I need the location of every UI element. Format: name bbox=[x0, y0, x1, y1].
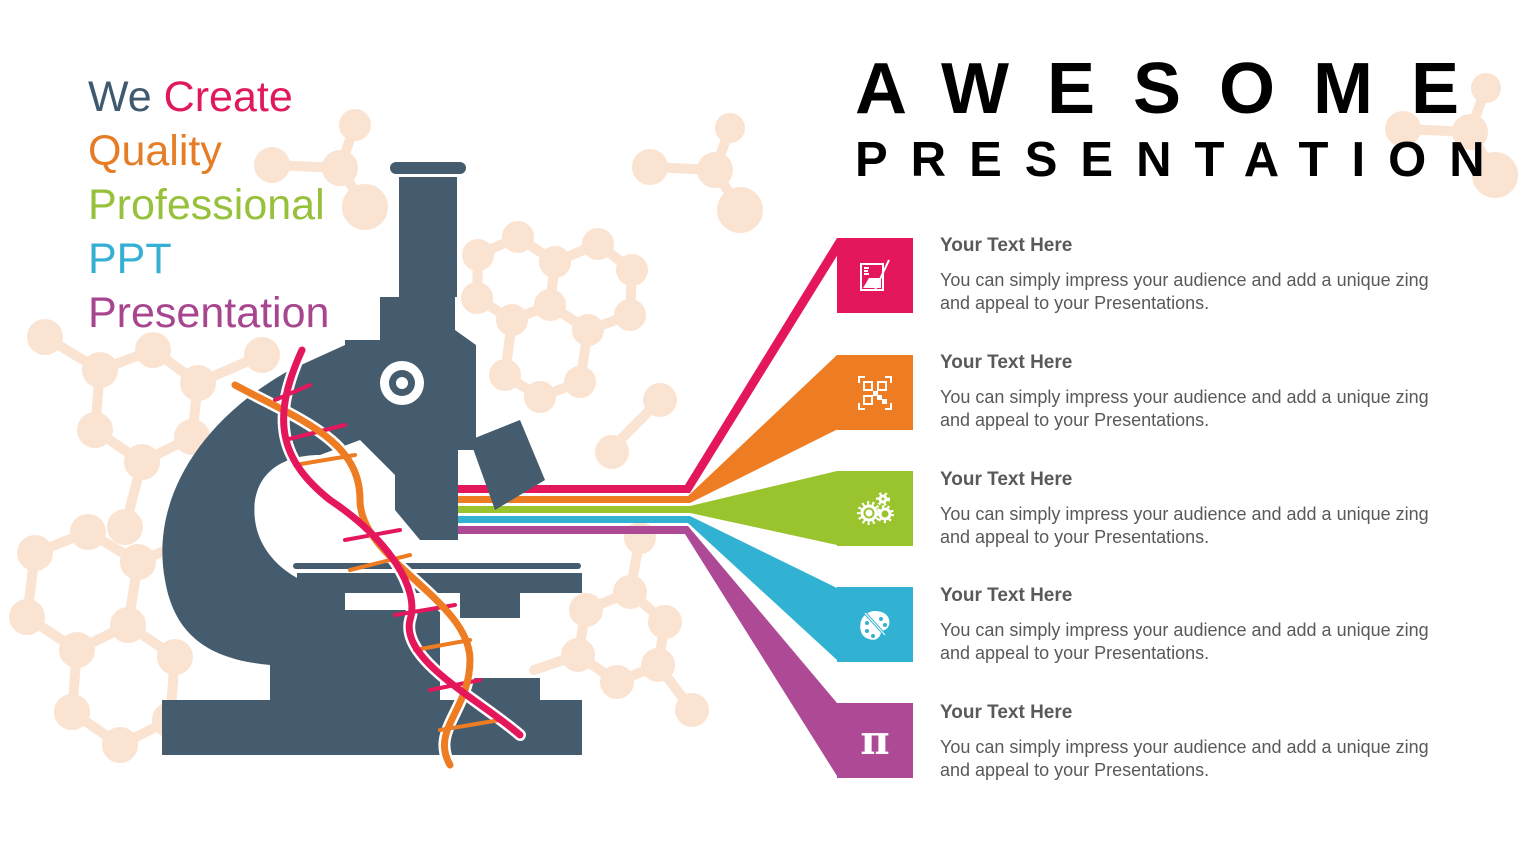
tagline-word-we: We bbox=[88, 73, 164, 121]
molecule-icon bbox=[1385, 73, 1518, 198]
item-heading: Your Text Here bbox=[940, 469, 1073, 490]
palette-icon bbox=[860, 610, 890, 640]
tagline-line-3: Professional bbox=[88, 181, 325, 229]
item-icon-box-5: π bbox=[837, 703, 913, 778]
qr-code-icon bbox=[858, 375, 892, 410]
molecule-icon bbox=[254, 109, 388, 230]
tagline-line-2: Quality bbox=[88, 127, 222, 175]
stream-purple bbox=[455, 526, 837, 776]
title-line-1: AWESOME bbox=[855, 49, 1498, 129]
list-item-4: Your Text Here You can simply impress yo… bbox=[940, 585, 1460, 665]
item-heading: Your Text Here bbox=[940, 352, 1073, 373]
tagline: We Create Quality Professional PPT Prese… bbox=[88, 70, 329, 340]
tagline-line-4: PPT bbox=[88, 235, 172, 283]
stream-blue bbox=[455, 516, 837, 660]
item-icon-box-2 bbox=[837, 355, 913, 430]
item-heading: Your Text Here bbox=[940, 235, 1073, 256]
item-icon-box-4 bbox=[837, 587, 913, 662]
item-body: You can simply impress your audience and… bbox=[940, 504, 1429, 547]
stream-green bbox=[455, 471, 837, 545]
tagline-line-1: We Create bbox=[88, 70, 329, 124]
item-icon-box-1 bbox=[837, 238, 913, 313]
item-heading: Your Text Here bbox=[940, 585, 1073, 606]
item-body: You can simply impress your audience and… bbox=[940, 737, 1429, 780]
item-heading: Your Text Here bbox=[940, 702, 1073, 723]
beaker-icon bbox=[860, 259, 890, 291]
list-item-3: Your Text Here You can simply impress yo… bbox=[940, 469, 1460, 549]
item-body: You can simply impress your audience and… bbox=[940, 270, 1429, 313]
pi-icon: π bbox=[860, 716, 890, 764]
gears-icon bbox=[857, 491, 894, 525]
list-item-1: Your Text Here You can simply impress yo… bbox=[940, 235, 1460, 315]
title-line-2: PRESENTATION bbox=[855, 133, 1508, 187]
stream-orange bbox=[455, 355, 840, 503]
dna-helix-icon bbox=[229, 344, 526, 771]
molecule-icon bbox=[632, 113, 763, 233]
color-streams bbox=[455, 238, 848, 776]
item-body: You can simply impress your audience and… bbox=[940, 387, 1429, 430]
tagline-word-create: Create bbox=[163, 73, 293, 121]
item-icon-box-3 bbox=[837, 471, 913, 546]
list-item-5: Your Text Here You can simply impress yo… bbox=[940, 702, 1460, 782]
page-title: AWESOME PRESENTATION bbox=[855, 49, 1508, 190]
item-body: You can simply impress your audience and… bbox=[940, 620, 1429, 663]
list-item-2: Your Text Here You can simply impress yo… bbox=[940, 352, 1460, 432]
tagline-line-5: Presentation bbox=[88, 289, 330, 337]
